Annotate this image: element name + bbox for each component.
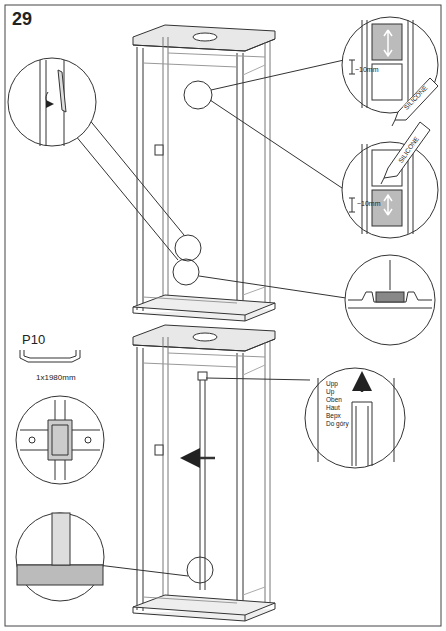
label: P10 (22, 333, 45, 346)
label: Oben (326, 397, 342, 404)
step-number: 29 (12, 10, 32, 28)
label: ~10mm (357, 200, 381, 207)
label: ~10mm (355, 66, 379, 73)
label: 1x1980mm (36, 374, 76, 382)
label: Upp (326, 381, 338, 388)
label: Haut (326, 405, 340, 412)
label: Up (326, 389, 334, 396)
label: Do góry (326, 421, 349, 428)
label: Верх (326, 413, 341, 420)
